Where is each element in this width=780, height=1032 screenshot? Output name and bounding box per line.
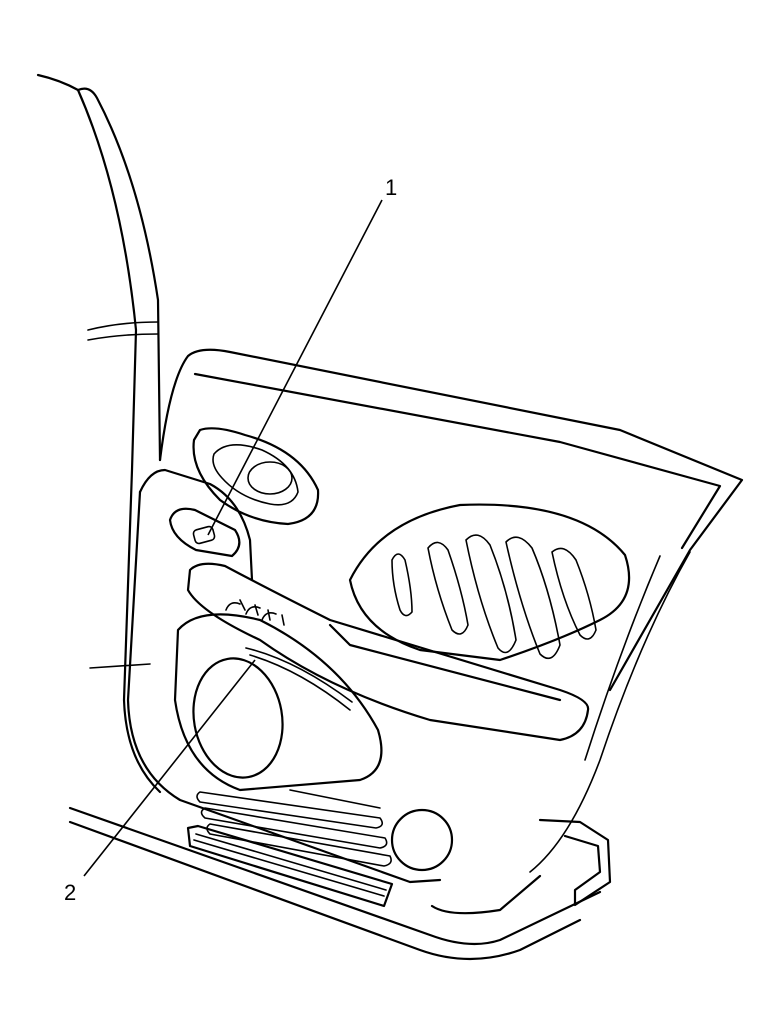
lower-map-pocket xyxy=(173,613,383,792)
window-switch xyxy=(192,525,216,545)
pocket-speaker xyxy=(192,657,284,779)
lower-speaker xyxy=(390,808,454,872)
callout-1: 1 xyxy=(385,175,397,200)
pull-handle xyxy=(186,562,590,742)
speaker-grille xyxy=(348,503,631,662)
rocker-panel xyxy=(68,806,612,961)
leader-line-1 xyxy=(207,199,383,536)
leader-lines xyxy=(83,199,383,877)
door-trim-panel-outline xyxy=(126,348,744,884)
armrest-switch-plate xyxy=(138,468,254,582)
sill-plate xyxy=(186,824,394,908)
door-handle-recess xyxy=(192,427,320,526)
bottom-louvers xyxy=(196,789,454,872)
door-pillar xyxy=(36,73,162,794)
leader-line-2 xyxy=(83,659,256,877)
callout-2: 2 xyxy=(64,880,76,905)
